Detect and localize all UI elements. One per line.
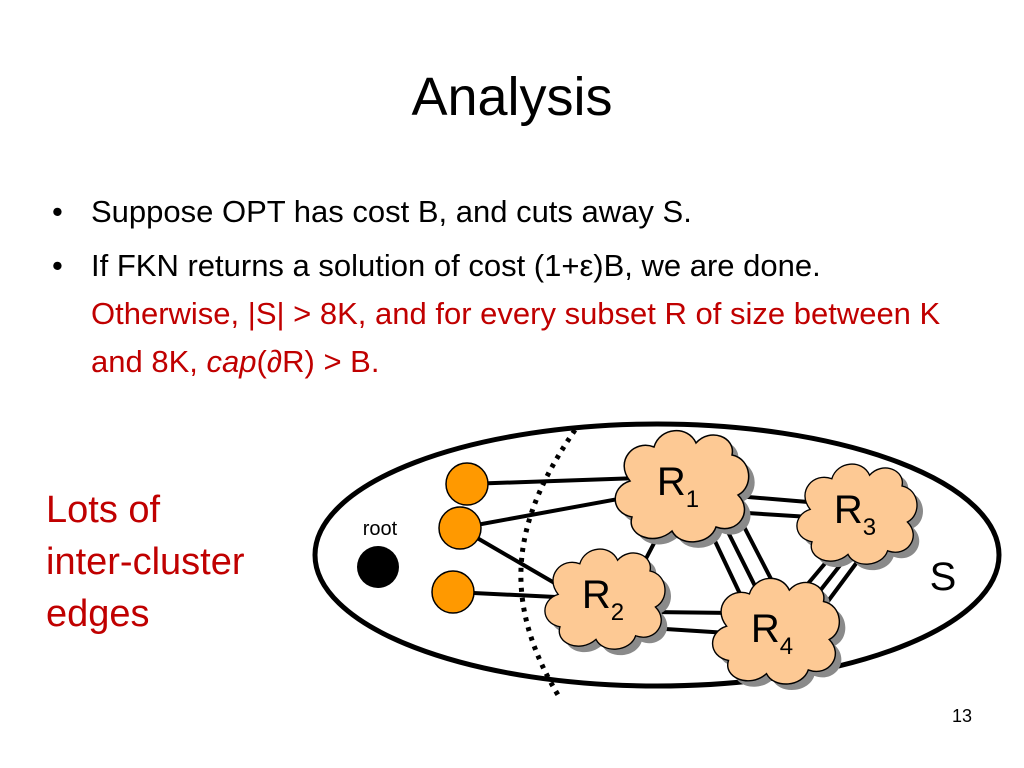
cluster-label: R2 <box>582 573 624 626</box>
bullet-item-1: • Suppose OPT has cost B, and cuts away … <box>52 188 952 236</box>
cluster-label: R3 <box>834 488 876 541</box>
cluster-label: R1 <box>657 460 699 513</box>
root-node <box>357 546 399 588</box>
side-note: Lots of inter-cluster edges <box>46 484 306 640</box>
cluster-R4: R4 <box>711 577 846 691</box>
terminal-node-1 <box>445 462 489 506</box>
set-S-ellipse <box>312 421 1002 689</box>
terminal-node-2 <box>438 506 482 550</box>
bullet-text: Suppose OPT has cost B, and cuts away S. <box>91 194 692 229</box>
cluster-label: R4 <box>751 607 793 660</box>
slide-title: Analysis <box>411 67 613 127</box>
edge-t1-r1 <box>466 476 641 486</box>
terminal-node-3 <box>431 570 475 614</box>
page-number: 13 <box>951 706 972 726</box>
set-S-label: S <box>930 555 957 599</box>
side-note-line: inter-cluster <box>46 541 245 583</box>
bullet-text: If FKN returns a solution of cost (1+ε)B… <box>91 248 821 283</box>
side-note-line: Lots of <box>46 489 161 531</box>
root-label: root <box>363 518 398 540</box>
side-note-line: edges <box>46 593 150 635</box>
bullet-text-highlight: Otherwise, |S| > 8K, and for every subse… <box>91 296 941 379</box>
bullet-text-highlight-end: (∂R) > B. <box>256 344 380 379</box>
bullet-marker: • <box>52 248 63 283</box>
bullet-marker: • <box>52 194 63 229</box>
cluster-R3: R3 <box>796 463 923 571</box>
bullet-item-2: • If FKN returns a solution of cost (1+ε… <box>52 242 952 386</box>
cluster-R2: R2 <box>544 548 671 656</box>
cap-term: cap <box>206 344 257 379</box>
cluster-R1: R1 <box>614 429 755 548</box>
edge-t2-r1 <box>459 493 641 530</box>
bullet-list: • Suppose OPT has cost B, and cuts away … <box>52 188 952 392</box>
